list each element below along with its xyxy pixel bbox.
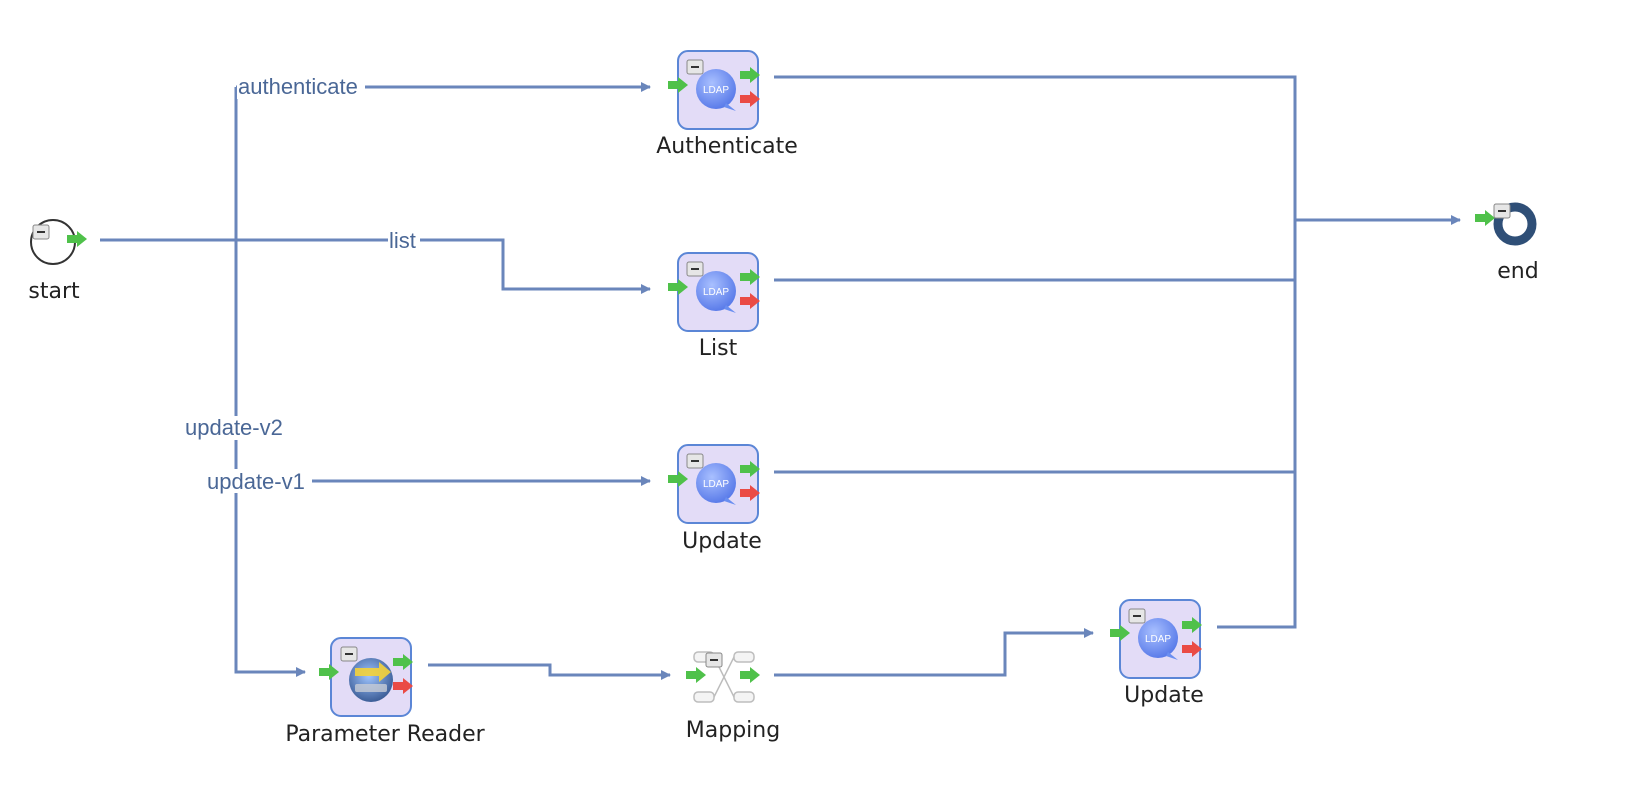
edge-label-authenticate: authenticate (238, 74, 358, 99)
end-node[interactable]: end (1475, 202, 1539, 284)
edge-label-update-v1: update-v1 (207, 469, 305, 494)
parameter-reader-icon (349, 658, 393, 702)
authenticate-node[interactable]: LDAP (668, 50, 760, 130)
input-arrow-icon (686, 667, 706, 683)
mapping-node[interactable] (686, 651, 760, 703)
ldap-icon (696, 69, 736, 109)
edge-authenticate-to-end[interactable] (774, 75, 1297, 220)
edge-parameter-reader-to-mapping[interactable] (428, 663, 671, 680)
collapse-icon[interactable] (686, 59, 704, 75)
ldap-icon (696, 271, 736, 311)
list-node-label: List (699, 336, 738, 361)
ldap-icon (696, 463, 736, 503)
edge-mapping-to-update-v2[interactable] (774, 628, 1094, 677)
edge-label-update-v2: update-v2 (185, 415, 283, 440)
parameter-reader-node[interactable] (319, 637, 413, 717)
ldap-badge-text: LDAP (703, 479, 729, 490)
authenticate-node-label: Authenticate (656, 134, 798, 159)
parameter-reader-node-label: Parameter Reader (285, 722, 485, 747)
edges (100, 75, 1461, 680)
list-node[interactable]: LDAP (668, 252, 760, 332)
edge-label-list: list (389, 228, 416, 253)
mapping-node-label: Mapping (686, 718, 780, 743)
collapse-icon[interactable] (1493, 203, 1511, 219)
edge-start-trunk (234, 87, 306, 677)
ldap-icon (1138, 618, 1178, 658)
end-node-label: end (1497, 259, 1538, 284)
output-arrow-icon (740, 667, 760, 683)
collapse-icon[interactable] (1128, 608, 1146, 624)
update-v2-node-label: Update (1124, 683, 1204, 708)
ldap-badge-text: LDAP (703, 287, 729, 298)
update-v1-node-label: Update (682, 529, 762, 554)
input-arrow-icon (1475, 210, 1495, 226)
edge-labels: authenticate list update-v2 update-v1 (185, 74, 420, 494)
end-event-icon (1493, 202, 1537, 246)
update-v2-node[interactable]: LDAP (1110, 599, 1202, 679)
collapse-icon[interactable] (686, 453, 704, 469)
collapse-icon[interactable] (705, 652, 723, 668)
update-v1-node[interactable]: LDAP (668, 444, 760, 524)
ldap-badge-text: LDAP (703, 85, 729, 96)
start-node-label: start (28, 279, 80, 304)
collapse-icon[interactable] (32, 224, 50, 240)
start-node[interactable]: start (28, 219, 87, 304)
ldap-badge-text: LDAP (1145, 634, 1171, 645)
collapse-icon[interactable] (686, 261, 704, 277)
collapse-icon[interactable] (340, 646, 358, 662)
edge-start-to-list[interactable] (100, 238, 651, 294)
edge-update-v2-to-end[interactable] (1217, 220, 1297, 629)
